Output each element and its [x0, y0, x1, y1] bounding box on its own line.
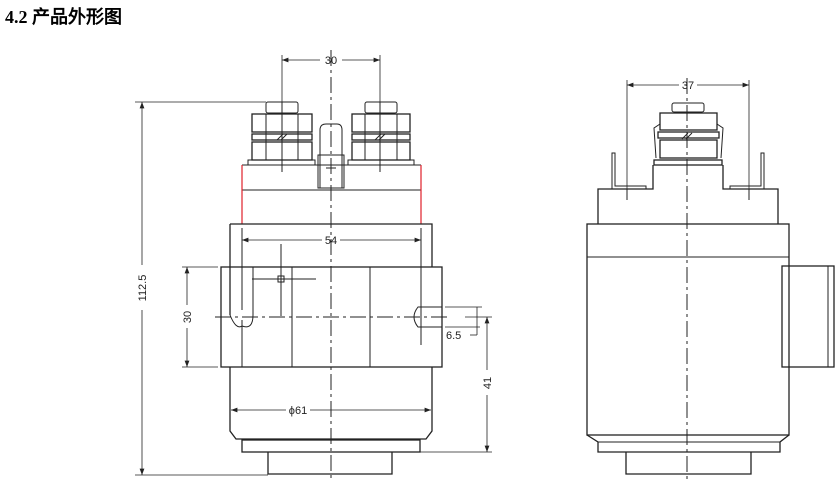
dim-bracket-height: 30 [182, 266, 218, 368]
dim-label-37: 37 [682, 80, 694, 92]
dim-label-phi-61: ϕ61 [289, 405, 307, 417]
side-upper-block [597, 152, 779, 224]
side-view: 37 [586, 78, 835, 480]
dim-label-112-5: 112.5 [137, 275, 149, 302]
dim-bracket-width: 54 [242, 235, 421, 247]
dim-label-6-5: 6.5 [446, 330, 461, 342]
side-body [586, 223, 835, 475]
coil-body [229, 367, 433, 475]
section-title: 4.2 产品外形图 [5, 7, 122, 27]
dim-label-54: 54 [325, 235, 337, 247]
dim-side-terminal-spacing: 37 [626, 80, 750, 189]
right-terminal [347, 101, 415, 172]
side-terminal [653, 102, 724, 166]
top-cover [241, 164, 422, 224]
coil-terminal-post [317, 123, 345, 189]
front-view: 30 112.5 54 30 6.5 [135, 50, 494, 480]
dim-body-diameter: ϕ61 [231, 405, 431, 417]
dim-mount-height: 41 [420, 316, 494, 453]
dim-label-30-top: 30 [325, 55, 337, 67]
left-terminal [247, 101, 316, 172]
mounting-bracket [215, 223, 448, 368]
dim-terminal-spacing: 30 [281, 55, 381, 102]
dim-label-41: 41 [482, 377, 494, 389]
dim-label-30-side: 30 [182, 311, 194, 323]
dim-overall-height: 112.5 [135, 101, 268, 476]
dim-slot-width: 6.5 [445, 306, 482, 342]
